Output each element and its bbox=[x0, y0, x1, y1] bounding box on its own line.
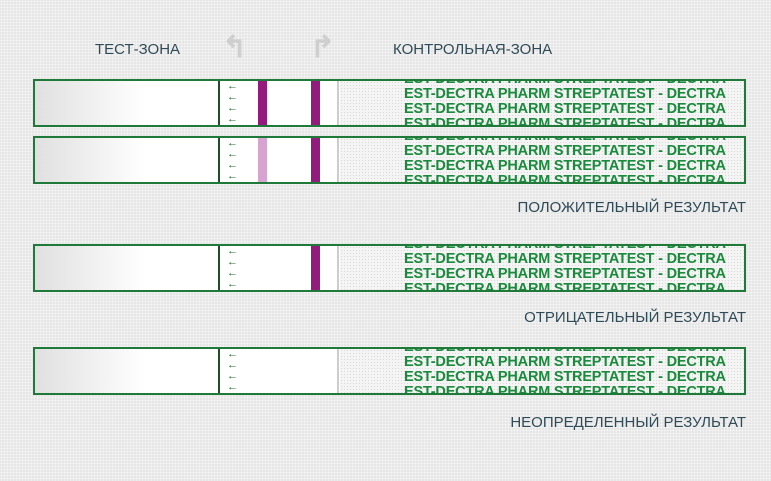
test-line bbox=[258, 81, 267, 125]
strip-text-row: EST-DECTRA PHARM STREPTATEST - DECTRA bbox=[404, 79, 726, 87]
test-line bbox=[258, 138, 267, 182]
strip-text-row: EST-DECTRA PHARM STREPTATEST - DECTRA bbox=[404, 347, 726, 355]
zone-border bbox=[337, 81, 339, 125]
handle-pad bbox=[340, 246, 744, 290]
test-strip: ← ← ← ← EST-DECTRA PHARM STREPTATEST - DE… bbox=[33, 347, 746, 395]
negative-result-label: ОТРИЦАТЕЛЬНЫЙ РЕЗУЛЬТАТ bbox=[524, 309, 746, 326]
sample-pad bbox=[35, 81, 219, 125]
strip-text-row: EST-DECTRA PHARM STREPTATEST - DECTRA bbox=[404, 87, 726, 102]
test-strip: ← ← ← ← EST-DECTRA PHARM STREPTATEST - DE… bbox=[33, 79, 746, 127]
sample-pad bbox=[35, 246, 219, 290]
invalid-result-label: НЕОПРЕДЕЛЕННЫЙ РЕЗУЛЬТАТ bbox=[510, 414, 746, 431]
strip-text-row: EST-DECTRA PHARM STREPTATEST - DECTRA bbox=[404, 159, 726, 174]
zone-border bbox=[337, 138, 339, 182]
handle-pad bbox=[340, 138, 744, 182]
strip-text-row: EST-DECTRA PHARM STREPTATEST - DECTRA bbox=[404, 102, 726, 117]
strip-divider bbox=[218, 81, 220, 125]
zone-border bbox=[337, 246, 339, 290]
strip-divider bbox=[218, 138, 220, 182]
handle-pad bbox=[340, 81, 744, 125]
zone-border bbox=[337, 349, 339, 393]
handle-pad bbox=[340, 349, 744, 393]
control-line bbox=[311, 138, 320, 182]
test-strip: ← ← ← ← EST-DECTRA PHARM STREPTATEST - DE… bbox=[33, 136, 746, 184]
sample-pad bbox=[35, 349, 219, 393]
right-turn-arrow-icon: ↱ bbox=[310, 31, 336, 64]
control-line bbox=[311, 246, 320, 290]
strip-text-row: EST-DECTRA PHARM STREPTATEST - DECTRA bbox=[404, 370, 726, 385]
strip-text-row: EST-DECTRA PHARM STREPTATEST - DECTRA bbox=[404, 282, 726, 292]
strip-text-row: EST-DECTRA PHARM STREPTATEST - DECTRA bbox=[404, 355, 726, 370]
strip-text-row: EST-DECTRA PHARM STREPTATEST - DECTRA bbox=[404, 267, 726, 282]
control-line bbox=[311, 81, 320, 125]
test-strip: ← ← ← ← EST-DECTRA PHARM STREPTATEST - DE… bbox=[33, 244, 746, 292]
sample-pad bbox=[35, 138, 219, 182]
strip-text-row: EST-DECTRA PHARM STREPTATEST - DECTRA bbox=[404, 244, 726, 252]
positive-result-label: ПОЛОЖИТЕЛЬНЫЙ РЕЗУЛЬТАТ bbox=[517, 199, 746, 216]
strip-text-row: EST-DECTRA PHARM STREPTATEST - DECTRA bbox=[404, 117, 726, 127]
strip-text-row: EST-DECTRA PHARM STREPTATEST - DECTRA bbox=[404, 144, 726, 159]
strip-text-row: EST-DECTRA PHARM STREPTATEST - DECTRA bbox=[404, 385, 726, 395]
strip-text-row: EST-DECTRA PHARM STREPTATEST - DECTRA bbox=[404, 252, 726, 267]
strip-text-row: EST-DECTRA PHARM STREPTATEST - DECTRA bbox=[404, 136, 726, 144]
test-zone-label: ТЕСТ-ЗОНА bbox=[95, 41, 181, 58]
flow-arrows-icon: ← ← ← ← bbox=[227, 137, 238, 182]
strip-divider bbox=[218, 349, 220, 393]
flow-arrows-icon: ← ← ← ← bbox=[227, 348, 238, 393]
left-turn-arrow-icon: ↰ bbox=[222, 31, 248, 64]
control-zone-label: КОНТРОЛЬНАЯ-ЗОНА bbox=[393, 41, 553, 58]
strip-text-row: EST-DECTRA PHARM STREPTATEST - DECTRA bbox=[404, 174, 726, 184]
flow-arrows-icon: ← ← ← ← bbox=[227, 80, 238, 125]
strip-divider bbox=[218, 246, 220, 290]
flow-arrows-icon: ← ← ← ← bbox=[227, 245, 238, 290]
